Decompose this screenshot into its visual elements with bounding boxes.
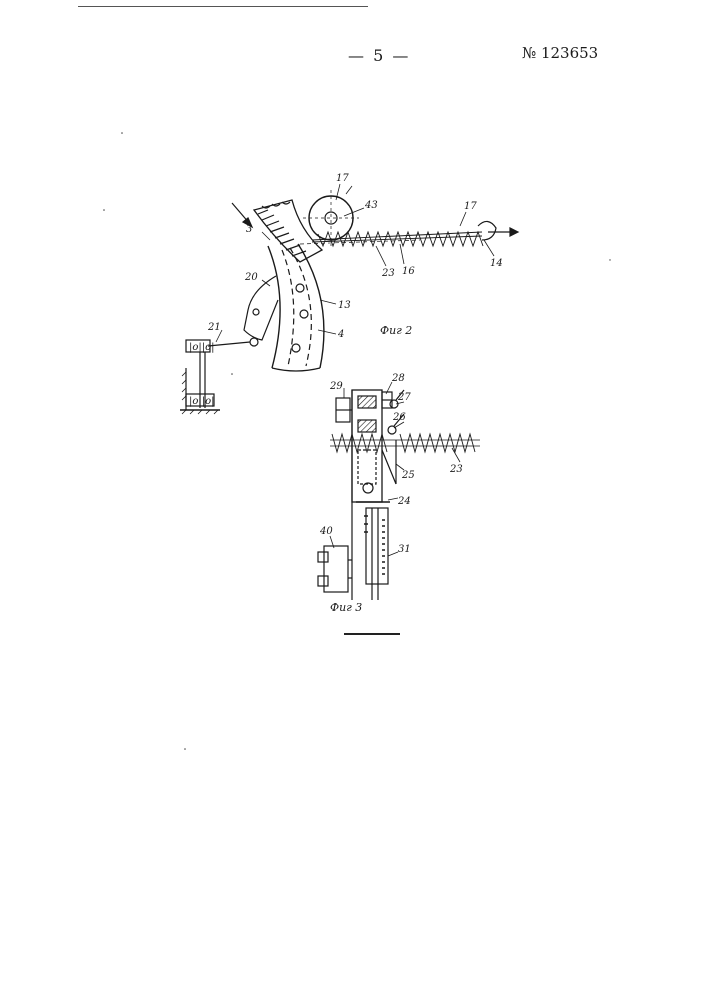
fig3-label-26: 26 bbox=[392, 412, 406, 423]
fig3-label-29: 29 bbox=[329, 381, 343, 392]
leader-lines bbox=[216, 184, 494, 342]
fig2-label-16: 16 bbox=[402, 266, 415, 277]
bolt-29 bbox=[336, 398, 352, 422]
fig3-label-25: 25 bbox=[401, 470, 415, 481]
fig2-label-14: 14 bbox=[490, 258, 503, 269]
scan-specks bbox=[103, 132, 611, 750]
fig2-label-21: 21 bbox=[207, 322, 221, 333]
figure-2: |o||o| |o||o| bbox=[180, 173, 518, 414]
fig2-caption: Фиг 2 bbox=[380, 324, 412, 337]
svg-text:|o||o|: |o||o| bbox=[189, 342, 215, 353]
fig3-label-27: 27 bbox=[397, 392, 411, 403]
clamp-40 bbox=[318, 546, 352, 592]
fig3-label-28: 28 bbox=[391, 373, 405, 384]
link-21: |o||o| |o||o| bbox=[180, 340, 250, 414]
fig2-label-13: 13 bbox=[338, 300, 351, 311]
spring-31 bbox=[364, 508, 388, 600]
fig3-label-40: 40 bbox=[319, 526, 333, 537]
fig2-label-20: 20 bbox=[244, 272, 258, 283]
zigzag-strip bbox=[300, 232, 483, 246]
fig3-label-23: 23 bbox=[449, 464, 463, 475]
curved-guide bbox=[268, 244, 324, 371]
hook-14 bbox=[478, 221, 518, 240]
roller-43 bbox=[303, 190, 359, 246]
lever-20 bbox=[244, 276, 278, 346]
fig3-label-24: 24 bbox=[397, 496, 411, 507]
fig3-label-31: 31 bbox=[398, 544, 411, 555]
fig2-label-43: 43 bbox=[364, 200, 378, 211]
svg-text:|o||o|: |o||o| bbox=[189, 396, 215, 407]
fig2-label-17a: 17 bbox=[336, 173, 349, 184]
fig2-label-23: 23 bbox=[381, 268, 395, 279]
spiral-coil bbox=[254, 200, 322, 262]
fig3-caption: Фиг 3 bbox=[330, 601, 362, 614]
fig2-label-17b: 17 bbox=[464, 201, 477, 212]
end-rule bbox=[344, 633, 400, 635]
figure-3: 28 29 27 26 23 25 24 40 31 Фиг 3 bbox=[318, 373, 480, 614]
fig2-label-4: 4 bbox=[337, 329, 344, 340]
fig2-label-3: 3 bbox=[246, 224, 252, 235]
